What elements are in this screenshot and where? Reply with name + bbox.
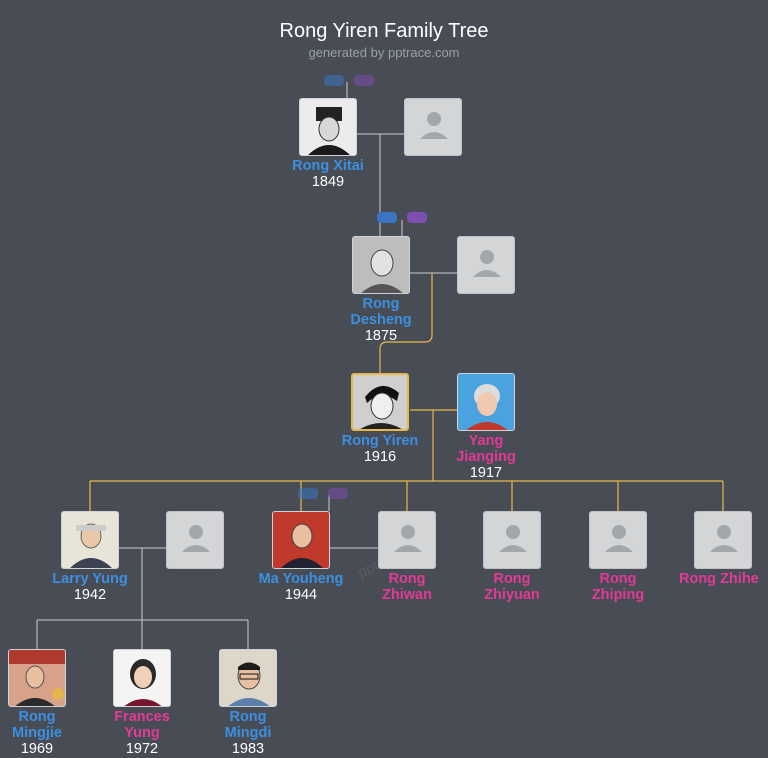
avatar-placeholder[interactable] xyxy=(166,511,224,569)
person-year: 1875 xyxy=(364,328,398,344)
person-name[interactable]: Rong Xitai xyxy=(292,158,364,174)
portrait-icon xyxy=(353,375,407,429)
portrait-icon xyxy=(9,650,65,706)
portrait-icon xyxy=(273,512,329,568)
person-label-rong-zhiwan: Rong Zhiwan xyxy=(347,571,467,603)
person-year: 1942 xyxy=(73,587,107,603)
person-label-yang-jianging: Yang Jianging 1917 xyxy=(426,433,546,481)
person-name[interactable]: Mingdi xyxy=(224,725,272,741)
avatar-placeholder[interactable] xyxy=(378,511,436,569)
person-name[interactable]: Rong Yiren xyxy=(341,433,419,449)
person-year: 1916 xyxy=(363,449,397,465)
expand-spouse-parents-button[interactable] xyxy=(354,75,374,86)
person-name[interactable]: Rong xyxy=(493,571,531,587)
person-year: 1983 xyxy=(231,741,265,757)
person-year: 1972 xyxy=(125,741,159,757)
person-label-rong-zhihe: Rong Zhihe xyxy=(663,571,768,587)
person-silhouette-icon xyxy=(473,250,501,277)
page-subtitle: generated by pptrace.com xyxy=(308,45,460,60)
person-silhouette-icon xyxy=(394,525,422,552)
avatar-placeholder[interactable] xyxy=(483,511,541,569)
person-label-rong-mingdi: Rong Mingdi 1983 xyxy=(188,709,308,757)
person-name[interactable]: Rong xyxy=(388,571,426,587)
expand-spouse-parents-button[interactable] xyxy=(328,488,348,499)
avatar-frances-yung[interactable] xyxy=(113,649,171,707)
person-label-frances-yung: Frances Yung 1972 xyxy=(82,709,202,757)
page-title: Rong Yiren Family Tree xyxy=(279,20,489,42)
portrait-icon xyxy=(353,237,409,293)
person-label-rong-zhiyuan: Rong Zhiyuan xyxy=(452,571,572,603)
person-label-rong-xitai: Rong Xitai 1849 xyxy=(268,158,388,190)
portrait-icon xyxy=(458,374,514,430)
person-year: 1944 xyxy=(284,587,318,603)
expand-parents-button[interactable] xyxy=(377,212,397,223)
expand-parents-button[interactable] xyxy=(324,75,344,86)
avatar-yang-jianging[interactable] xyxy=(457,373,515,431)
person-name[interactable]: Rong xyxy=(18,709,56,725)
expand-spouse-parents-button[interactable] xyxy=(407,212,427,223)
person-year: 1849 xyxy=(311,174,345,190)
avatar-rong-mingdi[interactable] xyxy=(219,649,277,707)
person-silhouette-icon xyxy=(420,112,448,139)
person-name[interactable]: Jianging xyxy=(456,449,516,465)
avatar-rong-yiren[interactable] xyxy=(351,373,409,431)
avatar-placeholder[interactable] xyxy=(589,511,647,569)
portrait-icon xyxy=(300,99,356,155)
person-label-rong-yiren: Rong Yiren 1916 xyxy=(320,433,440,465)
avatar-rong-xitai[interactable] xyxy=(299,98,357,156)
avatar-rong-mingjie[interactable] xyxy=(8,649,66,707)
portrait-icon xyxy=(220,650,276,706)
person-name[interactable]: Zhiwan xyxy=(382,587,432,603)
person-name[interactable]: Rong xyxy=(229,709,267,725)
avatar-placeholder[interactable] xyxy=(694,511,752,569)
person-silhouette-icon xyxy=(605,525,633,552)
portrait-icon xyxy=(114,650,170,706)
person-name[interactable]: Zhiping xyxy=(591,587,645,603)
person-label-ma-youheng: Ma Youheng 1944 xyxy=(241,571,361,603)
avatar-ma-youheng[interactable] xyxy=(272,511,330,569)
person-silhouette-icon xyxy=(499,525,527,552)
person-name[interactable]: Yung xyxy=(124,725,160,741)
person-name[interactable]: Larry Yung xyxy=(52,571,128,587)
avatar-rong-desheng[interactable] xyxy=(352,236,410,294)
avatar-placeholder[interactable] xyxy=(457,236,515,294)
person-label-rong-desheng: Rong Desheng 1875 xyxy=(321,296,441,344)
focus-line-desheng xyxy=(379,273,433,373)
person-name[interactable]: Rong xyxy=(362,296,400,312)
person-label-rong-mingjie: Rong Mingjie 1969 xyxy=(0,709,97,757)
person-label-rong-zhiping: Rong Zhiping xyxy=(558,571,678,603)
person-label-larry-yung: Larry Yung 1942 xyxy=(30,571,150,603)
person-name[interactable]: Mingjie xyxy=(12,725,62,741)
portrait-icon xyxy=(62,512,118,568)
person-name[interactable]: Rong xyxy=(599,571,637,587)
avatar-placeholder[interactable] xyxy=(404,98,462,156)
expand-parents-button[interactable] xyxy=(298,488,318,499)
person-year: 1917 xyxy=(469,465,503,481)
person-name[interactable]: Desheng xyxy=(350,312,412,328)
person-name[interactable]: Zhiyuan xyxy=(484,587,540,603)
person-silhouette-icon xyxy=(182,525,210,552)
person-name[interactable]: Yang xyxy=(468,433,504,449)
person-name[interactable]: Frances xyxy=(114,709,170,725)
avatar-larry-yung[interactable] xyxy=(61,511,119,569)
person-name[interactable]: Rong Zhihe xyxy=(679,571,759,587)
person-name[interactable]: Ma Youheng xyxy=(258,571,344,587)
person-silhouette-icon xyxy=(710,525,738,552)
person-year: 1969 xyxy=(20,741,54,757)
